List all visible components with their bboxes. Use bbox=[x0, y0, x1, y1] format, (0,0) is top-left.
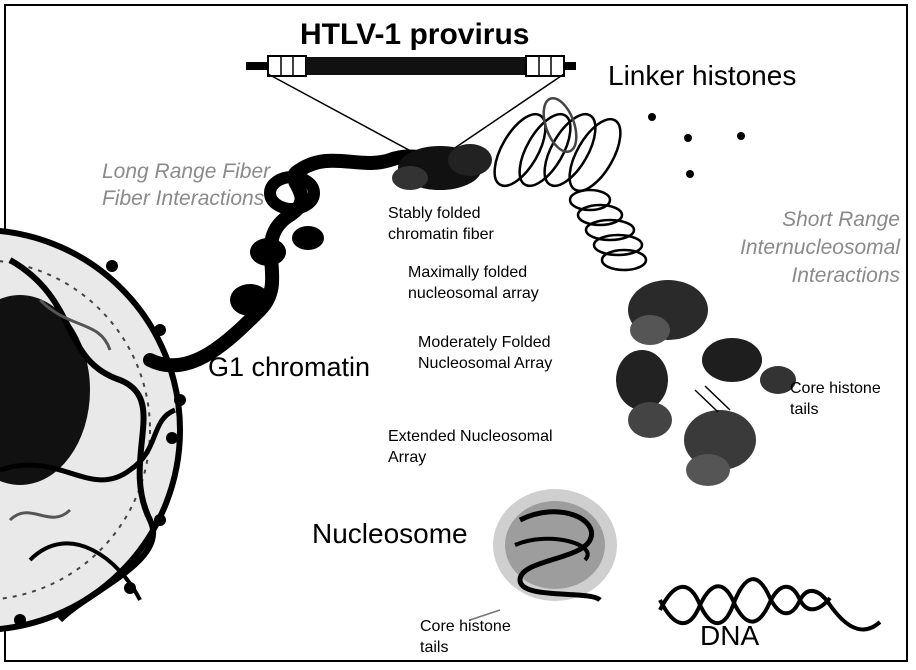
folded-arrays bbox=[616, 280, 796, 486]
max-folded-label: Maximally folded nucleosomal array bbox=[408, 262, 573, 304]
core-histone-tails-bottom-label: Core histone tails bbox=[420, 616, 535, 658]
nucleosome-model bbox=[470, 489, 617, 620]
long-range-label: Long Range Fiber Fiber Interactions bbox=[102, 158, 292, 212]
provirus-title: HTLV-1 provirus bbox=[300, 18, 529, 52]
linker-histones-label: Linker histones bbox=[608, 60, 796, 92]
extended-array-label: Extended Nucleosomal Array bbox=[388, 426, 553, 468]
moderately-folded-label: Moderately Folded Nucleosomal Array bbox=[418, 332, 583, 374]
core-histone-tails-right-label: Core histone tails bbox=[790, 378, 900, 420]
nucleosome-label: Nucleosome bbox=[312, 518, 468, 550]
g1-chromatin-label: G1 chromatin bbox=[208, 352, 370, 383]
dna-helix bbox=[660, 579, 880, 629]
short-range-label: Short Range Internucleosomal Interaction… bbox=[730, 206, 900, 290]
linker-histone-dots bbox=[648, 113, 745, 178]
stably-folded-label: Stably folded chromatin fiber bbox=[388, 203, 538, 245]
nucleus bbox=[0, 230, 186, 630]
provirus-insert bbox=[246, 56, 576, 158]
dna-label: DNA bbox=[700, 620, 759, 652]
